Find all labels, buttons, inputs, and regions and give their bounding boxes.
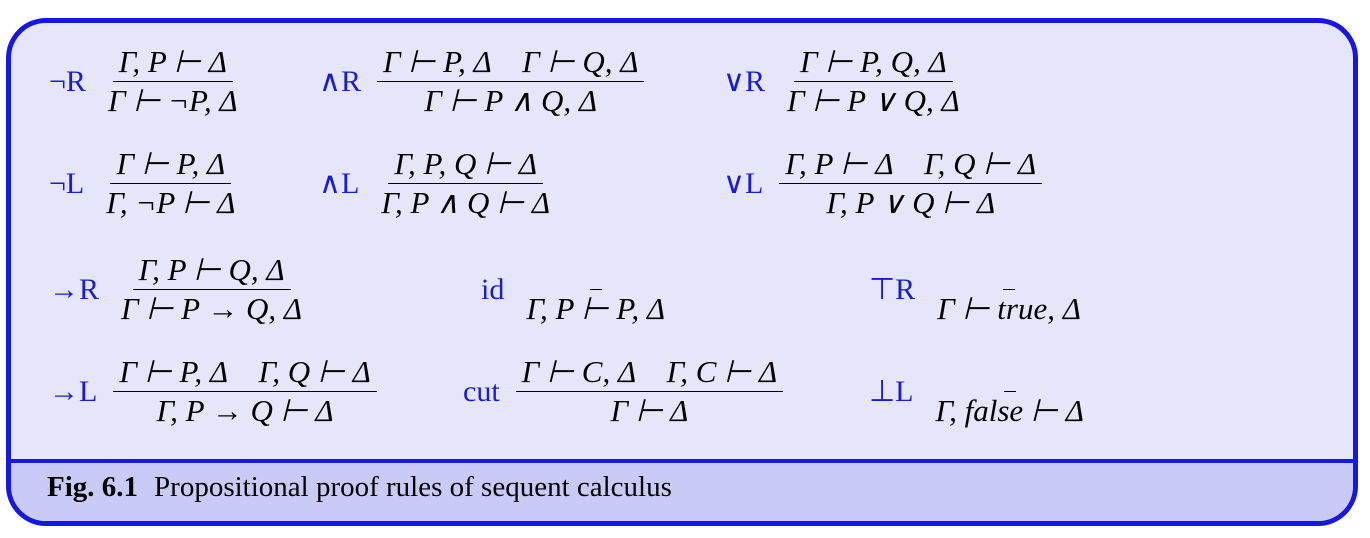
rule-true-right: ⊤R Γ ⊢ true, Δ: [869, 251, 1087, 328]
rule-label: →L: [49, 374, 98, 408]
conclusion: Γ, P → Q ⊢ Δ: [156, 393, 334, 428]
inference-fraction: Γ, P ⊢ Δ Γ, Q ⊢ Δ Γ, P ∨ Q ⊢ Δ: [779, 145, 1043, 222]
rule-label: ∨L: [723, 167, 764, 200]
premise: Γ ⊢ P, Q, Δ: [794, 43, 953, 82]
inference-fraction: Γ ⊢ true, Δ: [931, 251, 1087, 328]
rule-cut: cut Γ ⊢ C, Δ Γ, C ⊢ Δ Γ ⊢ Δ: [463, 353, 784, 430]
conclusion: Γ ⊢ P ∨ Q, Δ: [786, 83, 960, 118]
caption-bar: Fig. 6.1 Propositional proof rules of seq…: [11, 459, 1353, 521]
figure-number: Fig. 6.1: [47, 471, 139, 503]
conclusion: Γ ⊢ P → Q, Δ: [121, 291, 303, 326]
conclusion: Γ, ¬P ⊢ Δ: [106, 185, 236, 220]
figure-caption: Fig. 6.1 Propositional proof rules of seq…: [47, 471, 672, 504]
conclusion: Γ ⊢ ¬P, Δ: [107, 83, 238, 118]
premise: [1003, 251, 1016, 290]
inference-fraction: Γ ⊢ C, Δ Γ, C ⊢ Δ Γ ⊢ Δ: [515, 353, 784, 430]
inference-fraction: Γ, false ⊢ Δ: [929, 353, 1089, 430]
rule-label: ∧R: [319, 65, 361, 98]
premise: Γ, P ⊢ Δ: [112, 43, 233, 82]
inference-fraction: Γ, P ⊢ Q, Δ Γ ⊢ P → Q, Δ: [115, 251, 308, 328]
conclusion: Γ ⊢ true, Δ: [937, 291, 1081, 326]
rule-label: →R: [49, 272, 100, 306]
figure-panel: ¬R Γ, P ⊢ Δ Γ ⊢ ¬P, Δ ∧R Γ ⊢ P, Δ Γ ⊢ Q,…: [6, 18, 1358, 526]
rule-label: cut: [463, 374, 500, 408]
inference-fraction: Γ ⊢ P, Δ Γ, Q ⊢ Δ Γ, P → Q ⊢ Δ: [113, 353, 377, 430]
conclusion: Γ, P ⊢ P, Δ: [526, 291, 666, 326]
rule-label: ⊥L: [869, 375, 914, 408]
inference-fraction: Γ, P, Q ⊢ Δ Γ, P ∧ Q ⊢ Δ: [375, 145, 556, 222]
premise: Γ ⊢ C, Δ Γ, C ⊢ Δ: [515, 353, 784, 392]
rule-label: ∨R: [723, 65, 765, 98]
premise: Γ, P, Q ⊢ Δ: [388, 145, 544, 184]
premise: Γ ⊢ P, Δ: [110, 145, 232, 184]
rule-not-left: ¬L Γ ⊢ P, Δ Γ, ¬P ⊢ Δ: [49, 145, 241, 222]
rule-not-right: ¬R Γ, P ⊢ Δ Γ ⊢ ¬P, Δ: [49, 43, 244, 120]
rule-implies-left: →L Γ ⊢ P, Δ Γ, Q ⊢ Δ Γ, P → Q ⊢ Δ: [49, 353, 377, 430]
inference-fraction: Γ, P ⊢ P, Δ: [520, 251, 671, 328]
rule-label: ∧L: [319, 167, 360, 200]
rule-identity: id Γ, P ⊢ P, Δ: [481, 251, 671, 328]
rule-or-left: ∨L Γ, P ⊢ Δ Γ, Q ⊢ Δ Γ, P ∨ Q ⊢ Δ: [723, 145, 1043, 222]
rule-label: id: [481, 272, 505, 306]
premise: Γ, P ⊢ Q, Δ: [132, 251, 291, 290]
rule-false-left: ⊥L Γ, false ⊢ Δ: [869, 353, 1090, 430]
conclusion: Γ, P ∨ Q ⊢ Δ: [826, 185, 996, 220]
premise: [1003, 353, 1016, 392]
inference-fraction: Γ ⊢ P, Q, Δ Γ ⊢ P ∨ Q, Δ: [781, 43, 966, 120]
rule-label: ¬L: [49, 166, 85, 200]
caption-text: Propositional proof rules of sequent cal…: [154, 471, 672, 503]
rule-label: ¬R: [49, 64, 86, 98]
premise: Γ ⊢ P, Δ Γ ⊢ Q, Δ: [376, 43, 645, 82]
premise: Γ, P ⊢ Δ Γ, Q ⊢ Δ: [779, 145, 1043, 184]
rule-and-right: ∧R Γ ⊢ P, Δ Γ ⊢ Q, Δ Γ ⊢ P ∧ Q, Δ: [319, 43, 645, 120]
rule-label: ⊤R: [869, 273, 916, 306]
inference-fraction: Γ, P ⊢ Δ Γ ⊢ ¬P, Δ: [102, 43, 244, 120]
conclusion: Γ ⊢ P ∧ Q, Δ: [424, 83, 598, 118]
rule-and-left: ∧L Γ, P, Q ⊢ Δ Γ, P ∧ Q ⊢ Δ: [319, 145, 556, 222]
premise: Γ ⊢ P, Δ Γ, Q ⊢ Δ: [113, 353, 377, 392]
inference-fraction: Γ ⊢ P, Δ Γ, ¬P ⊢ Δ: [100, 145, 241, 222]
rule-or-right: ∨R Γ ⊢ P, Q, Δ Γ ⊢ P ∨ Q, Δ: [723, 43, 966, 120]
conclusion: Γ, false ⊢ Δ: [935, 393, 1084, 428]
rule-implies-right: →R Γ, P ⊢ Q, Δ Γ ⊢ P → Q, Δ: [49, 251, 308, 328]
conclusion: Γ, P ∧ Q ⊢ Δ: [381, 185, 551, 220]
inference-fraction: Γ ⊢ P, Δ Γ ⊢ Q, Δ Γ ⊢ P ∧ Q, Δ: [376, 43, 645, 120]
premise: [589, 251, 602, 290]
conclusion: Γ ⊢ Δ: [610, 393, 689, 428]
